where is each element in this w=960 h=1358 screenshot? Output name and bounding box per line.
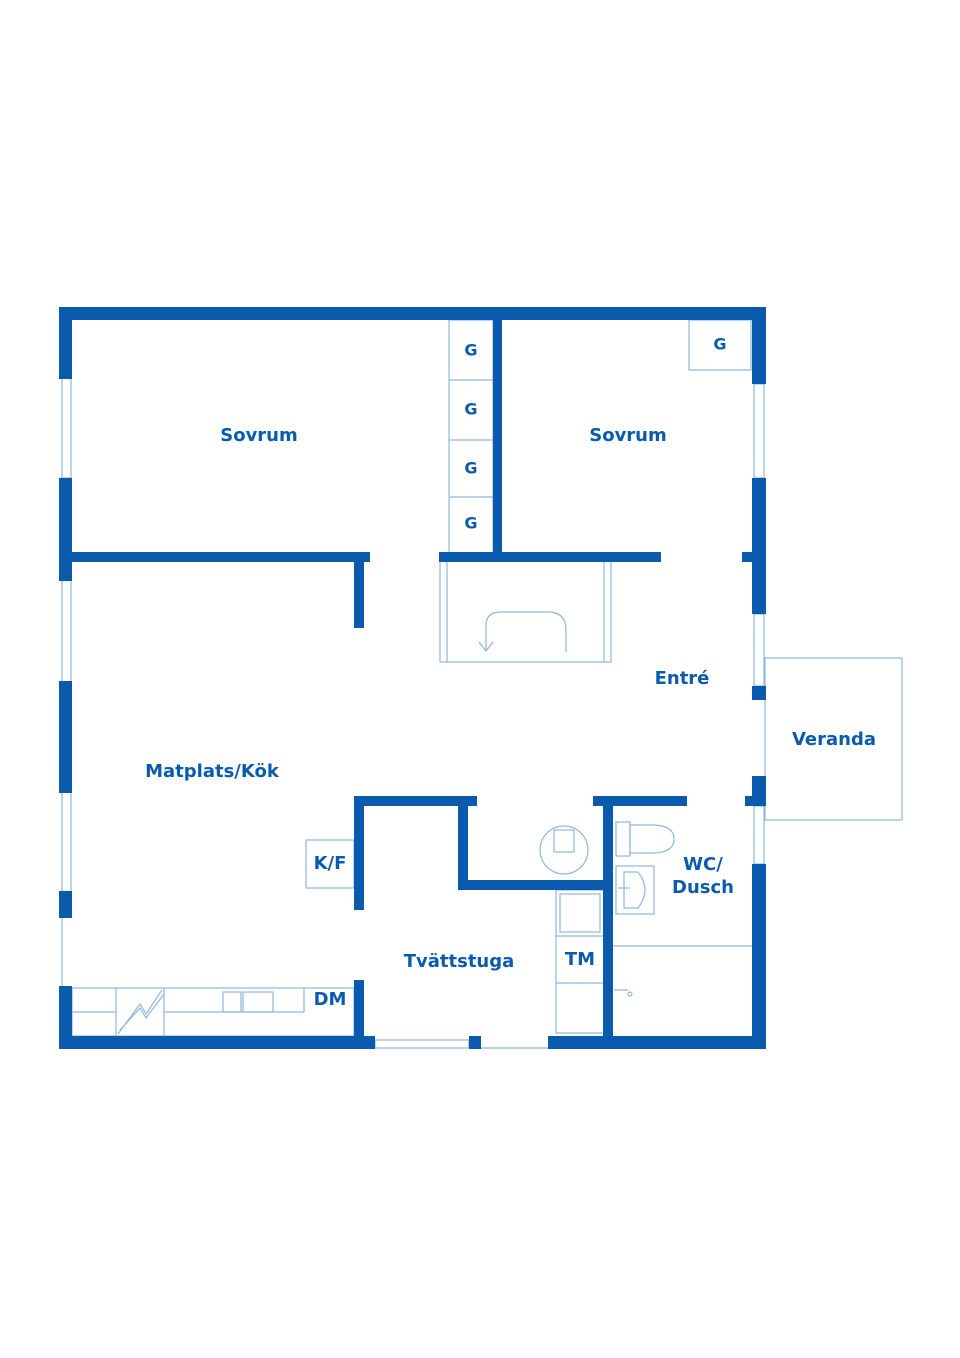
wardrobe-label-4: G: [464, 514, 477, 533]
wardrobe-label-5: G: [713, 335, 726, 354]
room-label-entrance: Entré: [655, 668, 710, 689]
room-label-bedroom-2: Sovrum: [589, 425, 667, 446]
water-heater: [539, 825, 589, 875]
room-label-bath-line-2: Dusch: [672, 877, 734, 898]
bathroom-fixtures: [612, 821, 752, 997]
windows: [61, 377, 765, 1049]
wardrobe-label-3: G: [464, 459, 477, 478]
dishwasher-label: DM: [314, 989, 347, 1010]
kitchen-counter: [71, 987, 355, 1037]
walls: [59, 307, 766, 1049]
veranda-outline: [764, 657, 903, 821]
stairs: [439, 560, 612, 663]
room-label-dining-kitchen: Matplats/Kök: [145, 761, 280, 782]
dryer-label: TM: [565, 949, 595, 970]
room-label-veranda: Veranda: [792, 729, 876, 750]
wardrobe-label-1: G: [464, 341, 477, 360]
room-label-laundry: Tvättstuga: [404, 951, 515, 972]
room-label-bath-line-1: WC/: [683, 854, 723, 875]
room-label-bedroom-1: Sovrum: [220, 425, 298, 446]
fridge-freezer-label: K/F: [314, 853, 347, 874]
wardrobe-label-2: G: [464, 400, 477, 419]
